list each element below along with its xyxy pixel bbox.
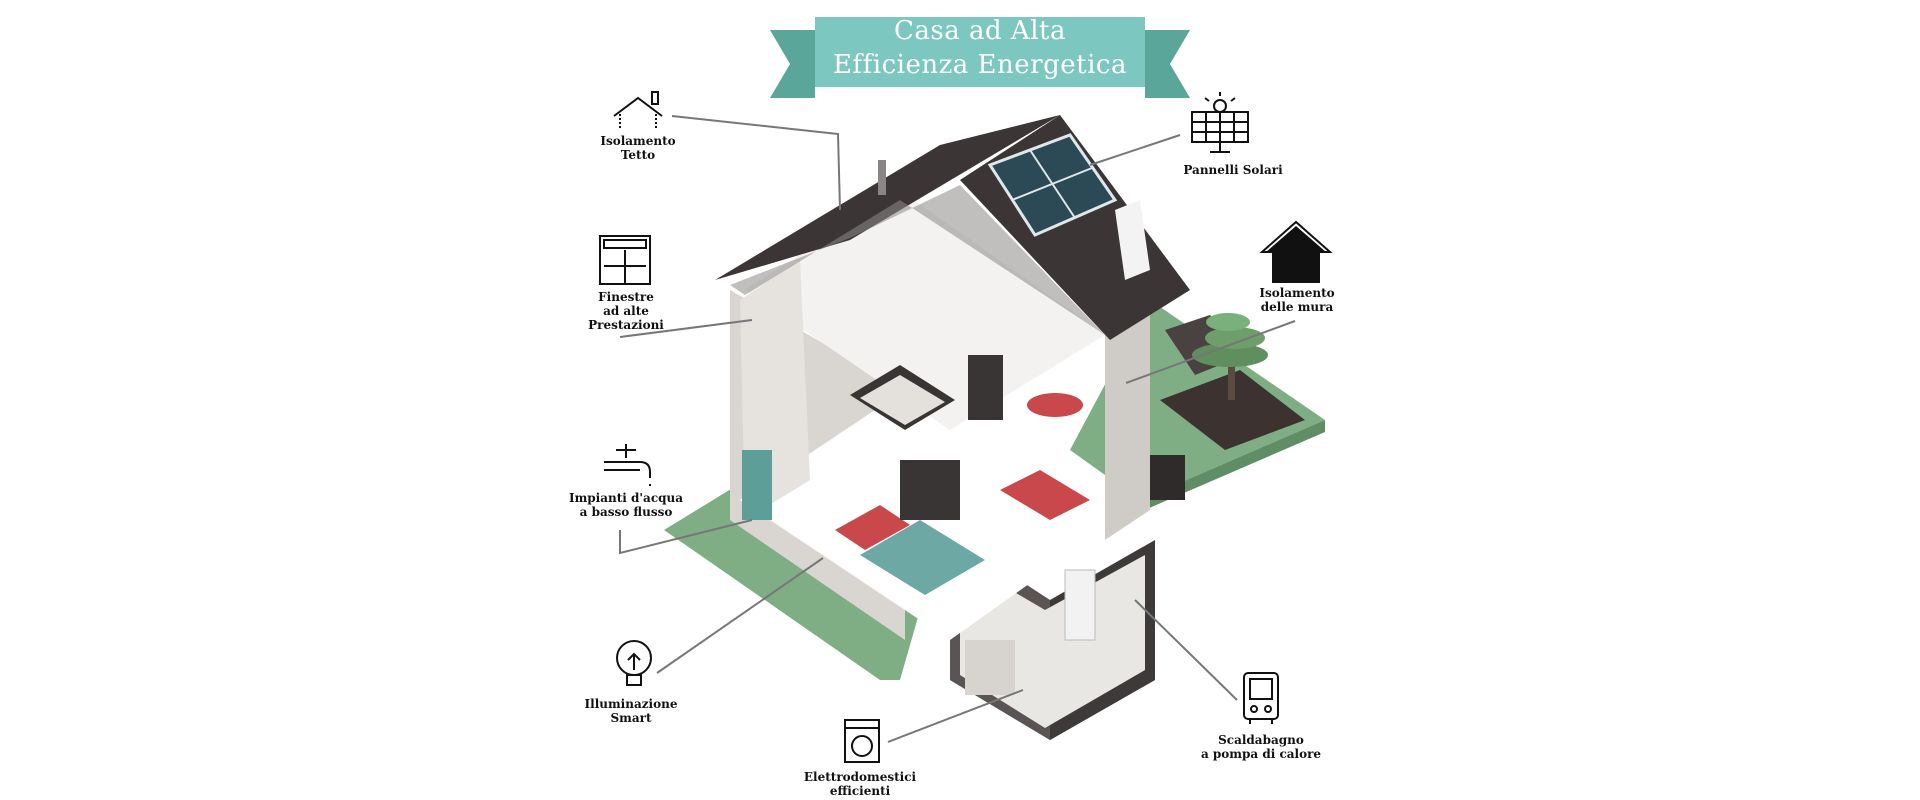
banner-ribbon-right bbox=[1145, 30, 1190, 98]
lighting-line bbox=[656, 557, 824, 674]
label-roof-insulation-line1: Isolamento bbox=[600, 134, 676, 148]
title-line-1: Casa ad Alta bbox=[894, 16, 1066, 46]
rug bbox=[860, 520, 985, 595]
heat-pump-icon bbox=[1243, 672, 1279, 724]
roof-icon bbox=[613, 91, 663, 128]
label-lighting-line1: Illuminazione bbox=[584, 697, 678, 711]
garden-bed bbox=[1160, 370, 1305, 450]
bed-sheet bbox=[860, 375, 945, 425]
house-right-wall bbox=[1105, 300, 1150, 540]
appliances-line bbox=[887, 689, 1024, 743]
label-roof-insulation: Isolamento Tetto bbox=[558, 134, 718, 162]
label-water: Impianti d'acqua a basso flusso bbox=[546, 491, 706, 519]
label-water-line2: a basso flusso bbox=[579, 505, 673, 519]
lightbulb-icon bbox=[616, 640, 652, 686]
label-lighting-line2: Smart bbox=[610, 711, 652, 725]
lawn-right-edge bbox=[1140, 420, 1325, 512]
label-water-heater: Scaldabagno a pompa di calore bbox=[1181, 733, 1341, 761]
label-appliances-line2: efficienti bbox=[829, 784, 891, 798]
faucet-icon bbox=[604, 444, 651, 488]
solar-panels-line bbox=[1089, 134, 1181, 166]
banner-body bbox=[815, 17, 1145, 87]
bookshelf bbox=[900, 460, 960, 520]
water-heater-line bbox=[1134, 599, 1238, 701]
label-lighting: Illuminazione Smart bbox=[551, 697, 711, 725]
washing-unit bbox=[965, 640, 1015, 695]
dining-table bbox=[1000, 470, 1090, 520]
page-title: Casa ad Alta Efficienza Energetica bbox=[815, 14, 1145, 82]
solar-panel-icon bbox=[1191, 92, 1249, 153]
house-icon bbox=[1259, 220, 1333, 283]
house-interior-upper bbox=[745, 190, 1105, 430]
label-windows-line3: Prestazioni bbox=[588, 318, 664, 332]
water-line bbox=[619, 519, 753, 555]
chimney bbox=[1115, 200, 1150, 280]
label-water-heater-line1: Scaldabagno bbox=[1218, 733, 1304, 747]
callout-lines bbox=[619, 115, 1296, 743]
roof-insulation-line bbox=[671, 115, 841, 211]
sofa bbox=[835, 505, 910, 550]
water-heater-tank bbox=[1064, 569, 1096, 641]
roof-attic bbox=[730, 185, 1105, 335]
label-roof-insulation-line2: Tetto bbox=[620, 148, 656, 162]
label-wall-insulation: Isolamento delle mura bbox=[1217, 286, 1377, 314]
title-banner bbox=[770, 17, 1190, 98]
label-appliances: Elettrodomestici efficienti bbox=[780, 770, 940, 798]
red-table bbox=[1027, 393, 1083, 417]
banner-ribbon-left bbox=[770, 30, 815, 98]
title-line-2: Efficienza Energetica bbox=[833, 50, 1127, 80]
label-windows-line1: Finestre bbox=[598, 290, 654, 304]
label-water-heater-line2: a pompa di calore bbox=[1200, 747, 1322, 761]
wall-insulation-line bbox=[1125, 320, 1296, 384]
fridge bbox=[742, 450, 772, 520]
label-windows: Finestre ad alte Prestazioni bbox=[546, 290, 706, 332]
solar-panels bbox=[987, 133, 1118, 237]
tree bbox=[1192, 313, 1268, 400]
label-appliances-line1: Elettrodomestici bbox=[803, 770, 917, 784]
chimney-pipe bbox=[878, 160, 886, 195]
window-icon bbox=[599, 235, 651, 285]
label-solar-panels-line1: Pannelli Solari bbox=[1183, 163, 1283, 177]
label-water-line1: Impianti d'acqua bbox=[568, 491, 684, 505]
windows-line bbox=[619, 319, 753, 338]
label-wall-insulation-line2: delle mura bbox=[1260, 300, 1334, 314]
label-windows-line2: ad alte bbox=[603, 304, 649, 318]
house bbox=[730, 190, 1185, 695]
washing-machine-icon bbox=[844, 719, 880, 763]
outdoor-unit bbox=[1150, 455, 1185, 500]
label-solar-panels: Pannelli Solari bbox=[1153, 163, 1313, 177]
wardrobe bbox=[968, 355, 1003, 420]
label-wall-insulation-line1: Isolamento bbox=[1259, 286, 1335, 300]
roof-left-slope bbox=[715, 115, 1060, 280]
